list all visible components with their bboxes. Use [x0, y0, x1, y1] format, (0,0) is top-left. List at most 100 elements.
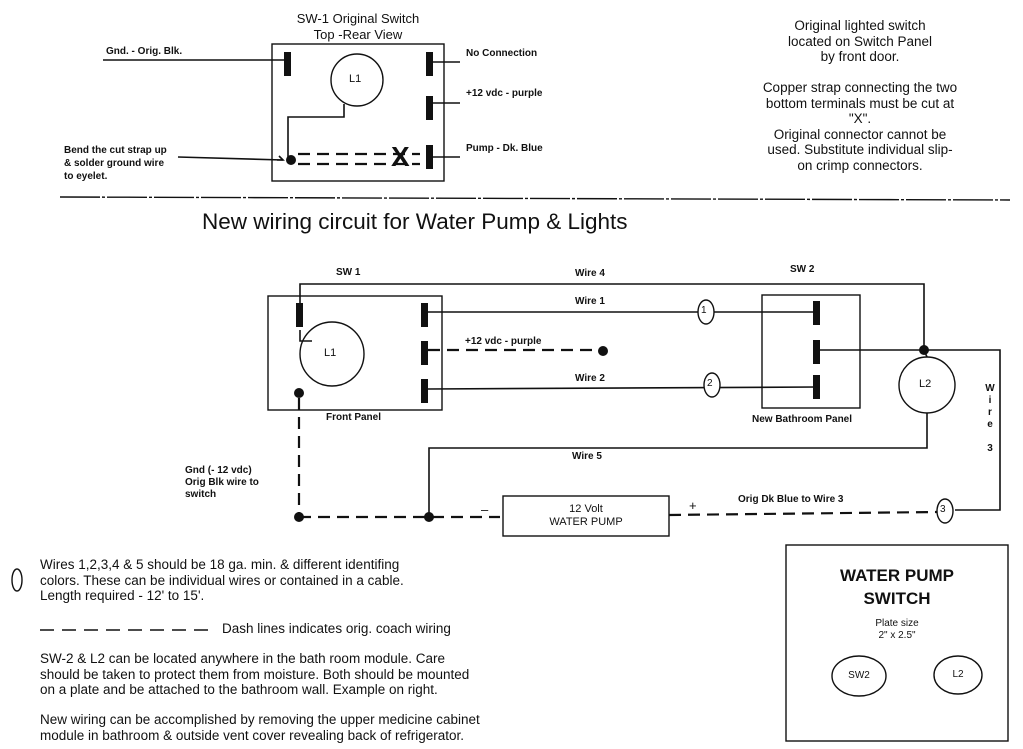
wire3-char: e	[987, 419, 993, 430]
terminal	[426, 52, 433, 76]
terminal	[421, 379, 428, 403]
right-note-line: bottom terminals must be cut at	[765, 95, 955, 111]
right-note-line: Original connector cannot be	[773, 126, 947, 142]
right-note-line: used. Substitute individual slip-	[767, 142, 953, 157]
plate-sw2-button	[831, 655, 887, 697]
marker-1-label: 1	[701, 305, 707, 316]
pump-minus: –	[481, 502, 489, 517]
l1-lead	[299, 330, 312, 342]
wire2-label: Wire 2	[575, 373, 605, 384]
wire-2	[427, 386, 818, 390]
l2-top-lead	[923, 349, 928, 358]
plus12-circuit-label: +12 vdc - purple	[465, 336, 542, 347]
sw2-bathroom-panel	[761, 294, 861, 409]
l1-top-label: L1	[349, 73, 362, 85]
wire3-char: r	[988, 407, 992, 418]
plate-size-label: Plate size	[875, 618, 919, 629]
gnd-note-1: Gnd (- 12 vdc)	[185, 465, 252, 476]
marker-2-label: 2	[707, 378, 713, 389]
plate-size-value: 2" x 2.5"	[878, 630, 916, 641]
gnd-note-3: switch	[185, 489, 217, 500]
lamp-ground-lead	[287, 104, 345, 158]
terminal	[296, 303, 303, 327]
pump-label: Pump - Dk. Blue	[466, 143, 543, 154]
plus12-end	[598, 346, 608, 356]
bath-panel-label: New Bathroom Panel	[752, 414, 853, 425]
sw1-ground-terminal	[294, 388, 304, 398]
wire3-char	[983, 431, 997, 443]
wire3-char: i	[988, 395, 992, 406]
wire4-label: Wire 4	[575, 268, 605, 279]
bend-note-3: to eyelet.	[64, 171, 108, 182]
note-line: colors. These can be individual wires or…	[40, 572, 404, 588]
pump-blue-coach-wire	[668, 510, 938, 517]
marker-3-label: 3	[940, 504, 946, 515]
note-line: module in bathroom & outside vent cover …	[40, 727, 464, 743]
bend-note-pointer	[177, 156, 284, 161]
marker-2	[703, 372, 721, 398]
note-line: Wires 1,2,3,4 & 5 should be 18 ga. min. …	[40, 557, 400, 572]
wire3-char: W	[985, 383, 995, 394]
right-note: Original lighted switch located on Switc…	[700, 18, 1020, 173]
right-note-line: on crimp connectors.	[797, 157, 923, 173]
ground-junction	[294, 512, 304, 522]
note-line: New wiring can be accomplished by removi…	[40, 712, 480, 727]
sw1-label: SW 1	[336, 267, 361, 278]
l1-label: L1	[324, 347, 337, 359]
pump-plus: +	[689, 498, 697, 513]
cut-x-mark: X	[391, 141, 410, 172]
divider	[59, 196, 1011, 201]
pump-line-2: WATER PUMP	[549, 516, 623, 528]
marker-1	[697, 299, 715, 325]
note-line: Length required - 12' to 15'.	[40, 588, 205, 603]
note-line: on a plate and be attached to the bathro…	[40, 682, 438, 697]
plate-box	[785, 544, 1009, 742]
lamp-l1	[299, 321, 365, 387]
plate-sw2-label: SW2	[848, 670, 870, 681]
dash-legend-text: Dash lines indicates orig. coach wiring	[222, 621, 451, 636]
l2-label: L2	[919, 378, 932, 390]
wire5-junction	[424, 512, 434, 522]
front-panel-label: Front Panel	[326, 412, 382, 423]
wire5-label: Wire 5	[572, 451, 602, 462]
wire-5	[428, 413, 928, 516]
gnd-label: Gnd. - Orig. Blk.	[106, 46, 183, 57]
terminal	[421, 303, 428, 327]
sw1-original-subtitle: Top -Rear View	[313, 27, 403, 42]
bend-note-2: & solder ground wire	[64, 158, 165, 169]
lamp-l1-top	[330, 53, 384, 107]
terminal	[421, 341, 428, 365]
marker-3	[936, 498, 954, 524]
sw1-original-title: SW-1 Original Switch	[296, 11, 420, 26]
wire3-vertical-label: W i r e 3	[983, 383, 997, 455]
no-connection-label: No Connection	[466, 48, 538, 59]
terminal	[813, 301, 820, 325]
legend-circle	[11, 568, 23, 592]
sw2-label: SW 2	[790, 264, 815, 275]
page-title: New wiring circuit for Water Pump & Ligh…	[202, 209, 628, 234]
terminal	[426, 145, 433, 169]
water-pump-box	[502, 495, 670, 537]
right-note-line: "X".	[848, 111, 872, 126]
right-note-line: by front door.	[820, 49, 900, 64]
gnd-note-2: Orig Blk wire to	[185, 477, 259, 488]
orig-dk-blue-label: Orig Dk Blue to Wire 3	[738, 494, 844, 505]
eyelet	[286, 155, 296, 165]
wires-note: Wires 1,2,3,4 & 5 should be 18 ga. min. …	[40, 557, 404, 604]
right-note-line: Original lighted switch	[794, 18, 926, 33]
terminal	[813, 340, 820, 364]
right-note-spacer	[700, 65, 1020, 81]
wire-4	[299, 283, 925, 350]
arrow-head	[277, 155, 285, 161]
note-line: should be taken to protect them from moi…	[40, 666, 470, 682]
plus12-label: +12 vdc - purple	[466, 88, 543, 99]
sw2-note: SW-2 & L2 can be located anywhere in the…	[40, 651, 469, 698]
plate-l2-label: L2	[952, 669, 964, 680]
plate-title-2: SWITCH	[863, 589, 931, 608]
terminal	[284, 52, 291, 76]
bend-note-1: Bend the cut strap up	[64, 145, 167, 156]
plate-title-1: WATER PUMP	[840, 566, 954, 585]
terminal	[426, 96, 433, 120]
wire3-char: 3	[987, 443, 993, 454]
